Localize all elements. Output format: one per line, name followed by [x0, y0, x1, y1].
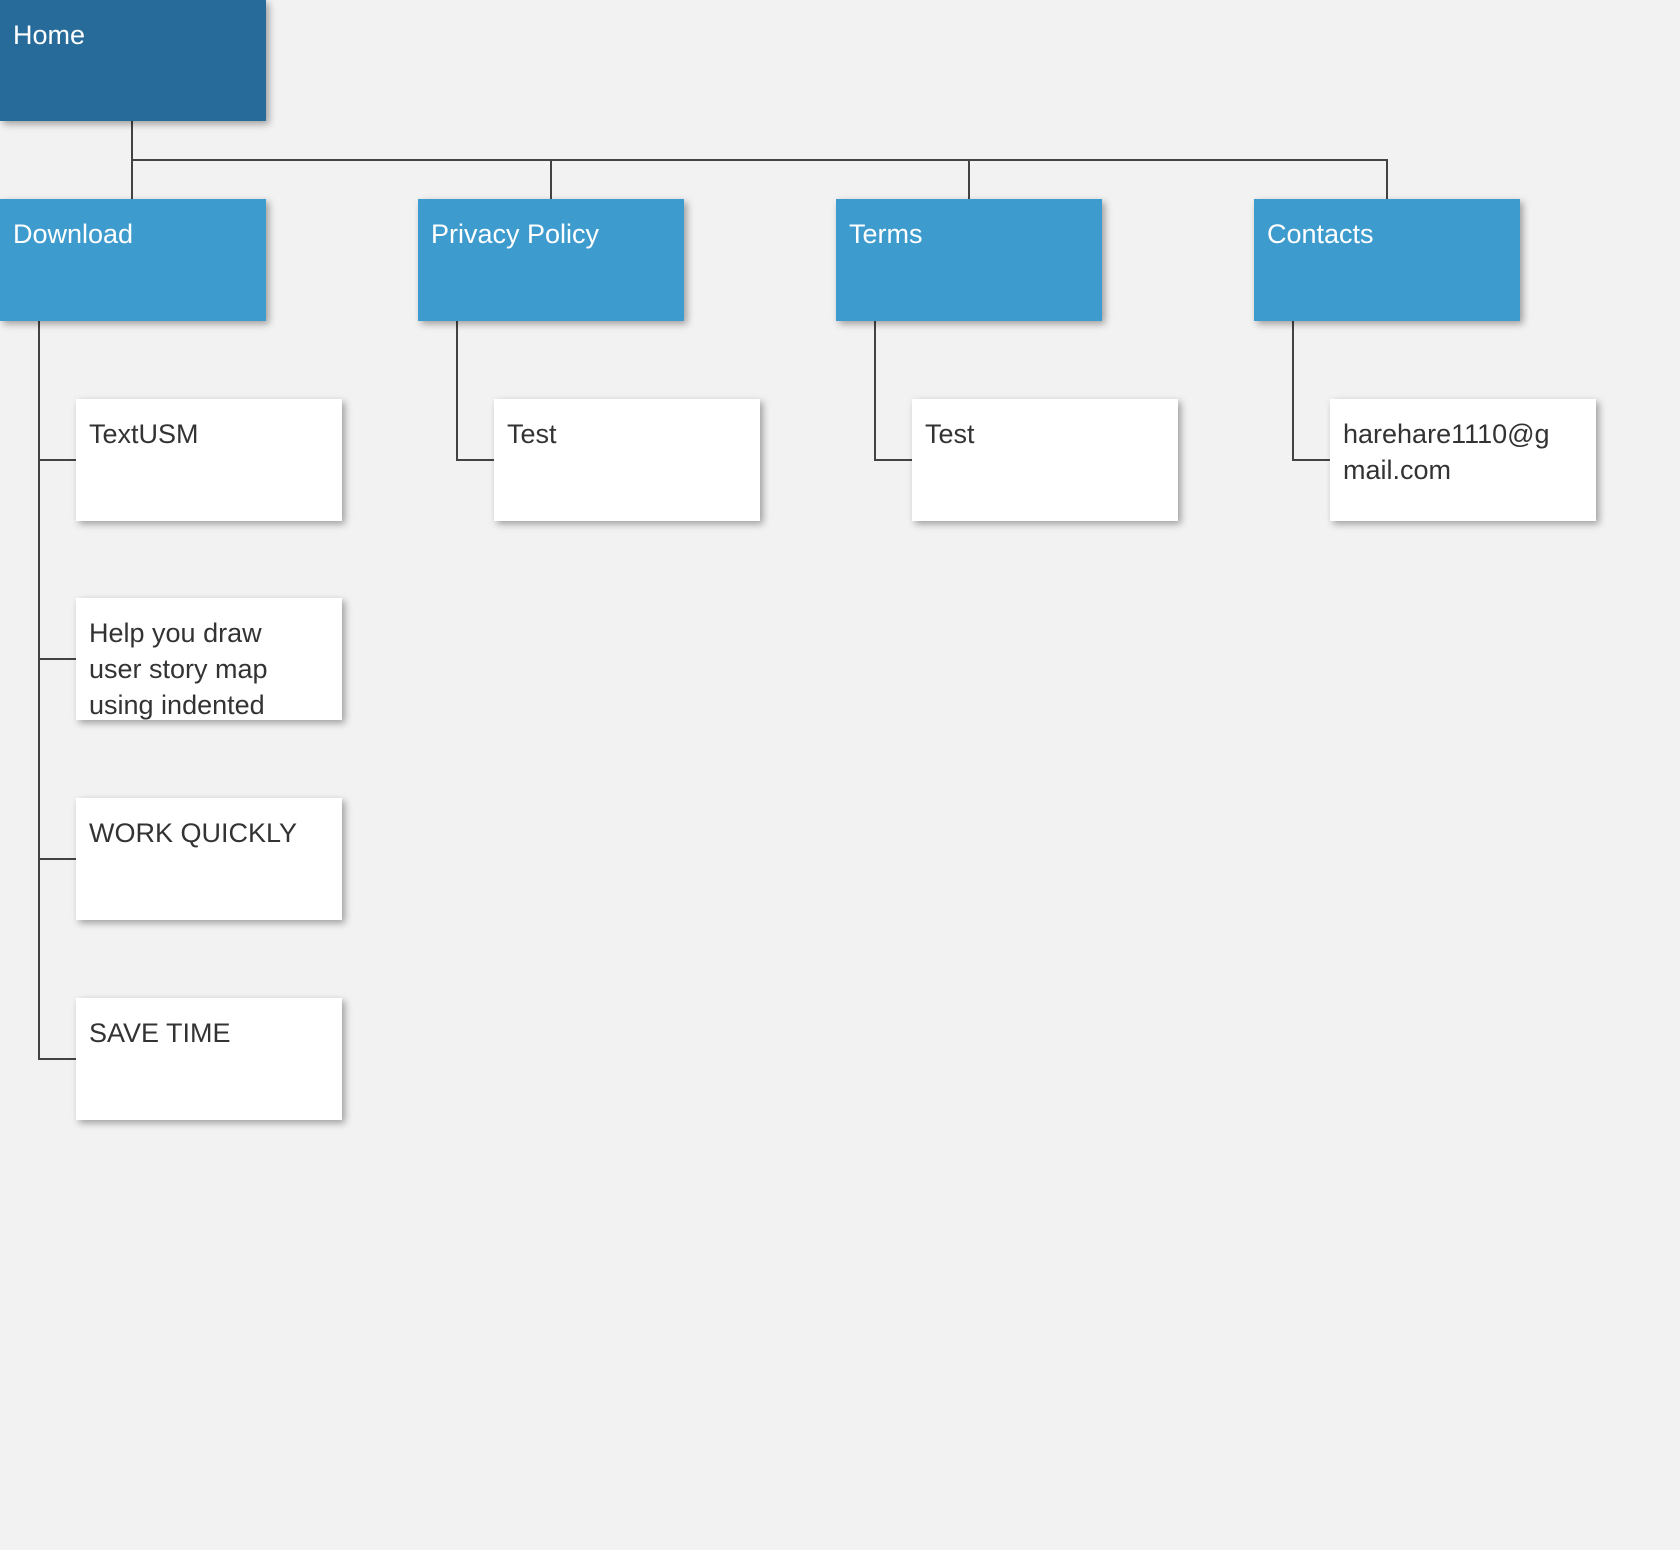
- connector-elbow-test-terms: [874, 459, 913, 461]
- connector-top-trunk: [131, 159, 1388, 161]
- node-download[interactable]: Download: [0, 199, 266, 321]
- connector-terms-trunk: [874, 320, 876, 460]
- node-home-label: Home: [13, 20, 86, 50]
- connector-elbow-help-text: [38, 658, 77, 660]
- node-download-label: Download: [13, 219, 134, 249]
- node-test-privacy-label: Test: [507, 419, 557, 449]
- node-contacts-label: Contacts: [1267, 219, 1374, 249]
- node-help-text-label: Help you draw user story map using inden…: [89, 618, 268, 720]
- node-work-quickly-label: WORK QUICKLY: [89, 818, 298, 848]
- node-help-text[interactable]: Help you draw user story map using inden…: [76, 598, 342, 720]
- connector-privacy-trunk: [456, 320, 458, 460]
- node-terms[interactable]: Terms: [836, 199, 1102, 321]
- node-textusm-label: TextUSM: [89, 419, 199, 449]
- connector-elbow-email: [1292, 459, 1331, 461]
- connector-elbow-textusm: [38, 459, 77, 461]
- connector-download-trunk: [38, 320, 40, 1060]
- node-home[interactable]: Home: [0, 0, 266, 121]
- node-test-terms-label: Test: [925, 419, 975, 449]
- node-terms-label: Terms: [849, 219, 923, 249]
- node-textusm[interactable]: TextUSM: [76, 399, 342, 521]
- node-test-terms[interactable]: Test: [912, 399, 1178, 521]
- node-contacts[interactable]: Contacts: [1254, 199, 1520, 321]
- node-work-quickly[interactable]: WORK QUICKLY: [76, 798, 342, 920]
- node-test-privacy[interactable]: Test: [494, 399, 760, 521]
- node-privacy-policy-label: Privacy Policy: [431, 219, 600, 249]
- connector-elbow-work-quickly: [38, 858, 77, 860]
- node-save-time-label: SAVE TIME: [89, 1018, 231, 1048]
- connector-elbow-save-time: [38, 1058, 77, 1060]
- connector-drop-contacts: [1386, 159, 1388, 199]
- node-privacy-policy[interactable]: Privacy Policy: [418, 199, 684, 321]
- node-contact-email[interactable]: harehare1110@g mail.com: [1330, 399, 1596, 521]
- connector-drop-privacy-policy: [550, 159, 552, 199]
- connector-contacts-trunk: [1292, 320, 1294, 460]
- connector-elbow-test-privacy: [456, 459, 495, 461]
- node-save-time[interactable]: SAVE TIME: [76, 998, 342, 1120]
- node-contact-email-label: harehare1110@g mail.com: [1343, 419, 1550, 485]
- connector-drop-terms: [968, 159, 970, 199]
